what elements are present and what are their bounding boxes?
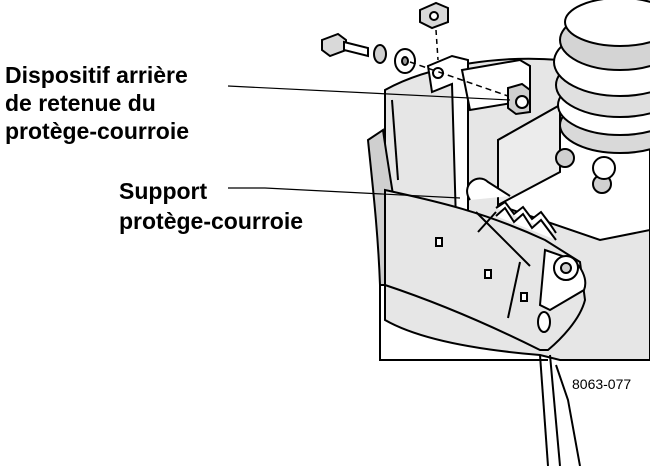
spring-hook-bracket (466, 177, 511, 201)
deck-front-band (384, 188, 587, 351)
callout-support-line-2: protège-courroie (119, 208, 304, 234)
exploded-hardware (321, 32, 416, 74)
exploded-nut (419, 1, 449, 30)
idler-arm (537, 248, 587, 333)
callout-support-line-1: Support (119, 178, 208, 204)
callout-rear-retainer-line-2: de retenue du (5, 90, 156, 116)
deck-lower-skirt (379, 285, 581, 466)
callout-rear-retainer: Dispositif arrière de retenue du protège… (5, 61, 189, 145)
pulley-assembly (553, 0, 650, 154)
alignment-dashed-line (409, 61, 509, 97)
figure-number: 8063-077 (572, 376, 632, 392)
callout-rear-retainer-line-1: Dispositif arrière (5, 62, 188, 88)
callout-rear-retainer-line-3: protège-courroie (5, 118, 190, 144)
rear-retainer-block (507, 82, 531, 116)
block-bolts (555, 148, 616, 194)
support-leader-line (228, 187, 461, 199)
callout-leaders (227, 85, 511, 199)
cable-rod (475, 211, 531, 319)
retainer-leader-line (227, 85, 511, 101)
